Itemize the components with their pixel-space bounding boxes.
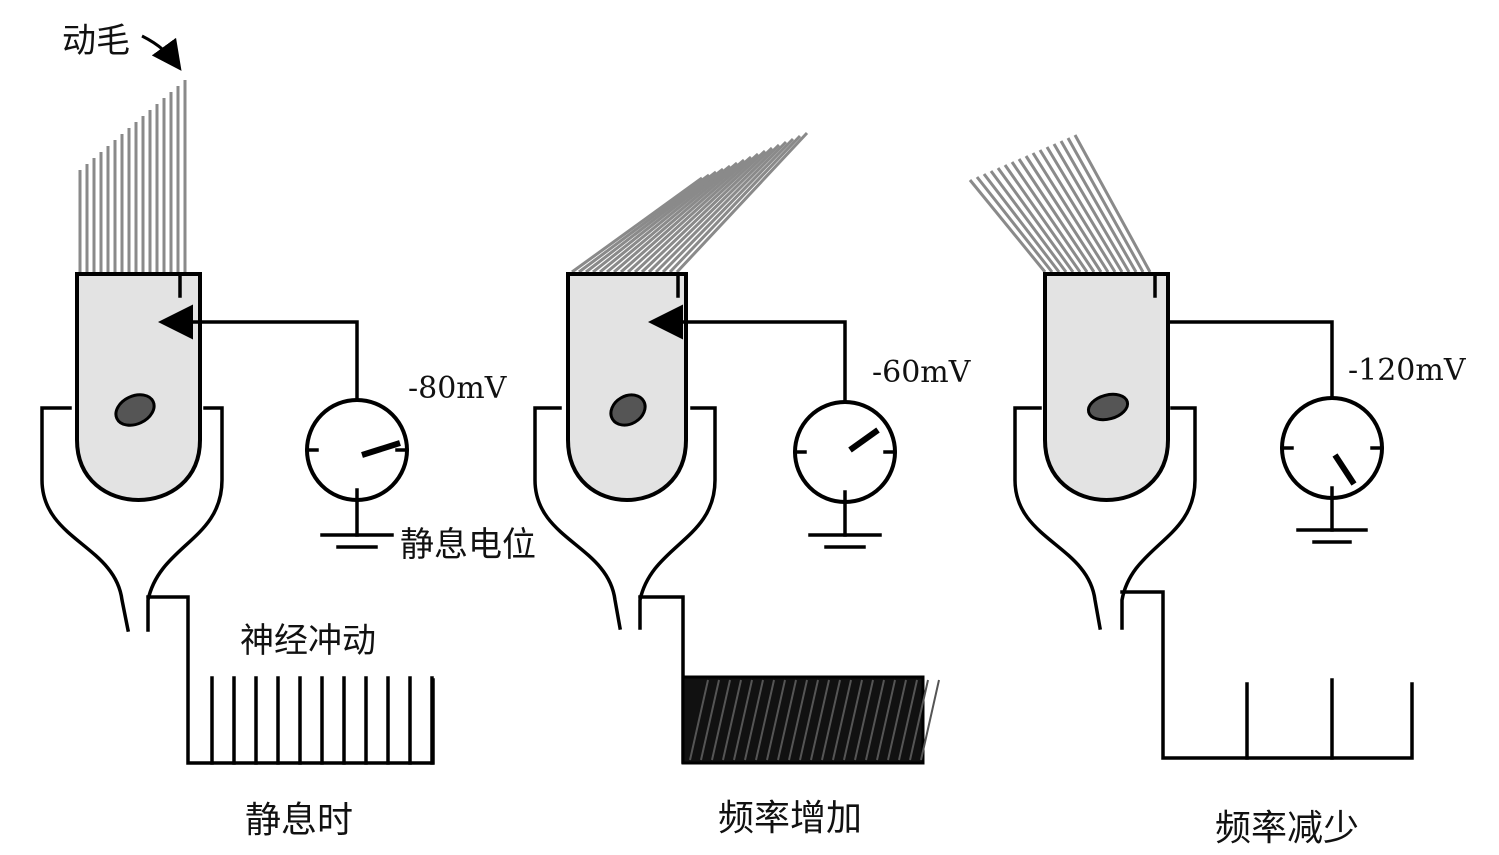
voltmeter xyxy=(793,400,897,549)
impulse-train-resting xyxy=(146,595,435,765)
impulse-spike xyxy=(832,679,852,761)
hair-cell-body xyxy=(1043,272,1170,502)
impulse-spike xyxy=(909,679,929,761)
cilia-bent-right xyxy=(571,131,809,274)
voltmeter xyxy=(1280,396,1384,544)
meter-needle xyxy=(1332,453,1357,486)
cilia-bent-left xyxy=(968,134,1152,273)
panel-decreased xyxy=(968,134,1414,760)
cilium xyxy=(571,176,703,274)
impulse-spike xyxy=(920,679,940,761)
impulse-spike xyxy=(722,679,742,761)
impulse-spike xyxy=(744,679,764,761)
cilium xyxy=(654,140,788,274)
caption: 频率减少 xyxy=(1215,808,1359,849)
cilium xyxy=(592,167,724,274)
nucleus xyxy=(609,393,647,427)
impulse-spike xyxy=(854,679,874,761)
cilium xyxy=(1045,146,1124,273)
cilium xyxy=(1017,158,1096,273)
impulse-spike xyxy=(755,679,775,761)
caption: 静息时 xyxy=(245,800,353,841)
meter-needle xyxy=(361,440,401,458)
cilium xyxy=(1024,155,1103,273)
cilium xyxy=(578,173,710,274)
cilia-label: 动毛 xyxy=(62,21,130,61)
hair-cell-body xyxy=(75,272,202,502)
cilia-upright xyxy=(78,80,187,272)
cilium xyxy=(613,158,745,274)
cilium xyxy=(982,173,1061,273)
voltmeter xyxy=(305,398,409,549)
impulse-spike xyxy=(898,679,918,761)
cilium xyxy=(675,131,809,274)
impulse-spike xyxy=(843,679,863,761)
cilium xyxy=(1010,161,1089,273)
cilium xyxy=(1031,152,1110,273)
cilium xyxy=(585,170,717,274)
meter-needle xyxy=(848,427,880,453)
cilium xyxy=(620,155,752,274)
support-cup-nerve xyxy=(40,406,224,633)
voltage-label: -120mV xyxy=(1348,353,1467,388)
cilium xyxy=(640,146,774,274)
cilium xyxy=(1038,149,1117,273)
support-cup-nerve xyxy=(533,406,717,631)
impulse-spike xyxy=(766,679,786,761)
cilium xyxy=(661,137,795,274)
impulse-spike xyxy=(810,679,830,761)
impulse-spike xyxy=(689,679,709,761)
hair-cell-body xyxy=(566,272,688,502)
impulse-spike xyxy=(788,679,808,761)
cilium xyxy=(1003,164,1082,273)
impulse-spike xyxy=(887,679,907,761)
impulse-spike xyxy=(777,679,797,761)
cilium xyxy=(968,179,1047,273)
nucleus xyxy=(1086,392,1130,422)
cilium xyxy=(1066,137,1145,273)
support-cup-nerve xyxy=(1013,406,1197,631)
cilium xyxy=(1052,143,1131,273)
nucleus xyxy=(114,393,156,427)
cilium xyxy=(606,161,738,274)
cilium xyxy=(647,143,781,274)
cilium xyxy=(1059,140,1138,273)
resting-potential-label: 静息电位 xyxy=(400,525,536,565)
cilium xyxy=(1073,134,1152,273)
panel-increased xyxy=(533,131,940,765)
cilium xyxy=(668,134,802,274)
cilium xyxy=(989,170,1068,273)
impulse-train-decreased xyxy=(1120,590,1414,760)
voltage-label: -60mV xyxy=(872,355,972,390)
cilium xyxy=(633,149,767,274)
cilium xyxy=(626,152,760,274)
impulse-spike xyxy=(700,679,720,761)
impulse-spike xyxy=(799,679,819,761)
cilium xyxy=(599,164,731,274)
cilium xyxy=(975,176,1054,273)
impulse-spike xyxy=(865,679,885,761)
caption: 频率增加 xyxy=(718,798,862,839)
impulse-spike xyxy=(876,679,896,761)
impulse-spike xyxy=(711,679,731,761)
impulse-spike xyxy=(821,679,841,761)
impulse-train-increased xyxy=(638,595,940,765)
panel-resting xyxy=(40,80,435,765)
nerve-impulse-label: 神经冲动 xyxy=(240,621,376,661)
voltage-label: -80mV xyxy=(408,371,508,406)
impulse-spike xyxy=(733,679,753,761)
cilium xyxy=(996,167,1075,273)
